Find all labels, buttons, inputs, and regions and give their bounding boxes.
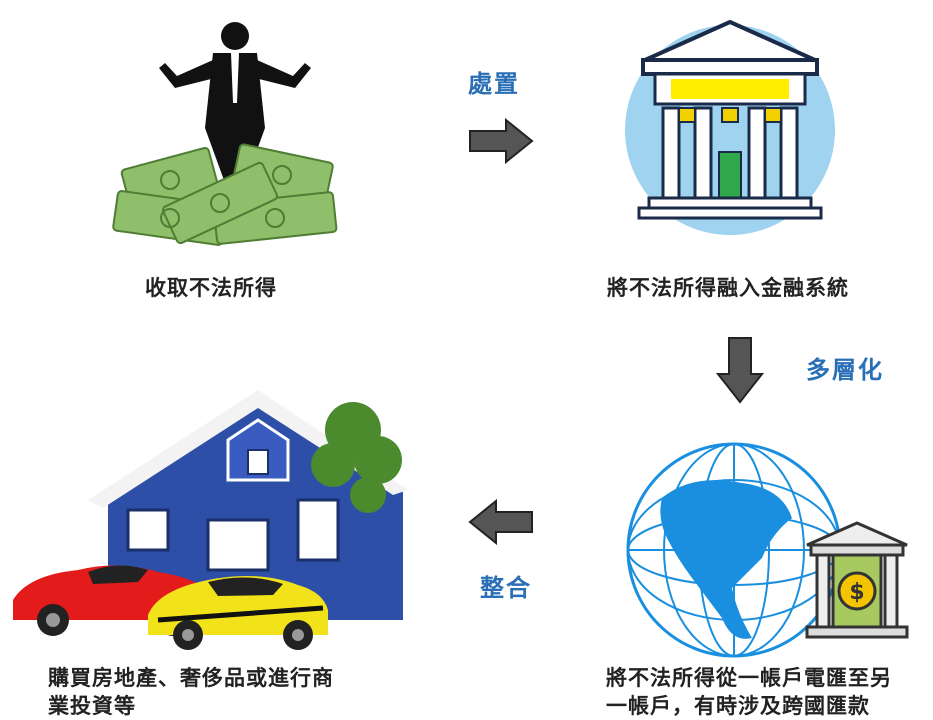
layer-caption-line1: 將不法所得從一帳戶電匯至另 [606,666,892,690]
house-cars-image [8,380,408,650]
man-with-cash-icon [112,22,338,246]
integrate-caption-line1: 購買房地產、奢侈品或進行商 [48,666,334,690]
integrate-caption-line2: 業投資等 [48,694,136,718]
globe-bank-icon: $ [626,442,909,658]
globe-bank-image: $ [622,438,922,668]
layer-caption-line2: 一帳戶，有時涉及跨國匯款 [606,694,870,718]
house-cars-icon [13,390,408,650]
layering-label: 多層化 [806,356,884,384]
place-caption: 將不法所得融入金融系統 [607,276,849,300]
left-arrow-icon [468,499,534,545]
down-arrow-icon [716,336,764,404]
bank-image [615,12,845,242]
integration-label: 整合 [480,574,532,602]
bank-building-icon [625,19,835,235]
man-with-cash-image [95,8,355,258]
collect-caption: 收取不法所得 [145,276,277,300]
svg-text:$: $ [849,580,864,605]
right-arrow-icon [468,118,534,164]
placement-label: 處置 [468,70,520,98]
